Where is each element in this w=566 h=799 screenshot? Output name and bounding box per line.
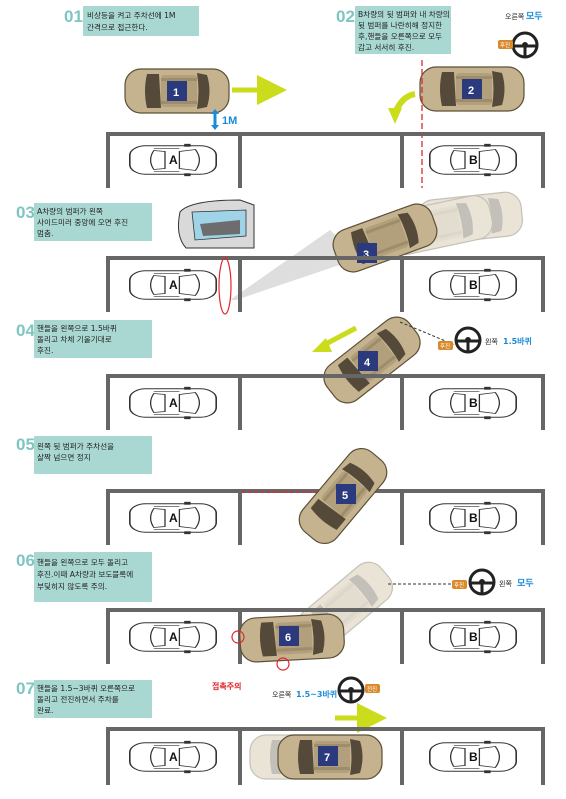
instruction-line: 사이드미러 중앙에 오면 후진 [37, 217, 128, 227]
instruction-line: 간격으로 접근한다. [87, 22, 148, 32]
contact-warning-circle [276, 657, 290, 671]
instruction-line: A차량의 범퍼가 왼쪽 [37, 206, 103, 216]
bumper-highlight [218, 257, 232, 315]
step-number: 06 [16, 551, 35, 570]
instruction-box [355, 6, 451, 54]
step-number: 05 [16, 435, 35, 454]
steering-wheel-icon: 후진 왼쪽 1.5바퀴 [438, 326, 532, 354]
steering-wheel-icon: 오른쪽 모두 후진 [498, 11, 543, 59]
step-02: 02 B차량의 뒷 범퍼와 내 차량의 뒷 범퍼를 나란히해 정지한 후,핸들을… [336, 6, 543, 59]
parking-row-3: A B [106, 374, 545, 430]
svg-text:오른쪽: 오른쪽 [272, 691, 292, 699]
instruction-box [34, 552, 152, 602]
svg-text:A: A [169, 630, 178, 644]
steering-wheel-icon: 오른쪽 1.5~3바퀴 전진 [272, 676, 380, 704]
svg-text:A: A [169, 278, 178, 292]
instruction-line: 비상등을 켜고 주차선에 1M [87, 10, 176, 20]
instruction-line: 핸들을 1.5~3바퀴 오른쪽으로 [37, 683, 135, 693]
step-07: 07 핸들을 1.5~3바퀴 오른쪽으로 돌리고 전진하면서 주차를 완료. [16, 679, 152, 718]
car-6: 6 [238, 612, 346, 664]
step-number: 07 [16, 679, 35, 698]
svg-text:왼쪽: 왼쪽 [485, 337, 498, 346]
svg-text:후진: 후진 [454, 581, 464, 589]
instruction-box [34, 680, 152, 718]
svg-text:B: B [469, 630, 478, 644]
instruction-line: 돌리고 전진하면서 주차를 [37, 694, 119, 704]
step-03: 03 A차량의 범퍼가 왼쪽 사이드미러 중앙에 오면 후진 멈춤. [16, 203, 152, 241]
svg-text:A: A [169, 511, 178, 525]
step-number: 02 [336, 7, 355, 26]
svg-text:왼쪽: 왼쪽 [499, 579, 512, 588]
step-01: 01 비상등을 켜고 주차선에 1M 간격으로 접근한다. [64, 6, 199, 36]
instruction-line: 살짝 넘으면 정지 [37, 452, 91, 462]
gap-indicator: 1M [211, 109, 237, 130]
car-5: 5 [292, 441, 394, 551]
svg-text:1M: 1M [222, 115, 237, 127]
car-4: 4 [316, 310, 428, 410]
svg-text:7: 7 [324, 752, 330, 764]
instruction-line: 후,핸들을 오른쪽으로 모두 [358, 31, 442, 41]
instruction-line: 돌리고 차체 기울기대로 [37, 334, 112, 344]
instruction-line: 부딪히지 않도록 주의. [37, 581, 107, 591]
instruction-line: 후진.이때 A차량과 보도블록에 [37, 569, 133, 579]
svg-text:전진: 전진 [367, 685, 377, 693]
car-7: 7 [277, 734, 383, 780]
step-04: 04 핸들을 왼쪽으로 1.5바퀴 돌리고 차체 기울기대로 후진. [16, 320, 152, 358]
instruction-line: 멈춤. [37, 228, 53, 238]
instruction-line: 핸들을 왼쪽으로 모두 돌리고 [37, 557, 128, 567]
svg-text:모두: 모두 [526, 11, 543, 22]
parking-row-2: A B [106, 256, 545, 315]
svg-text:6: 6 [285, 632, 291, 644]
svg-text:A: A [169, 396, 178, 410]
svg-text:B: B [469, 750, 478, 764]
step-number: 04 [16, 321, 35, 340]
step-05: 05 왼쪽 뒷 범퍼가 주차선을 살짝 넘으면 정지 [16, 435, 152, 474]
svg-text:B: B [469, 511, 478, 525]
svg-text:3: 3 [363, 249, 369, 261]
step-number: 03 [16, 203, 35, 222]
contact-warning-circle [231, 630, 245, 644]
instruction-line: B차량의 뒷 범퍼와 내 차량의 [358, 9, 450, 19]
instruction-line: 뒷 범퍼를 나란히해 정지한 [358, 20, 442, 30]
side-mirror-inset [178, 199, 255, 249]
parking-row-6: A B [106, 727, 545, 785]
instruction-line: 감고 서서히 후진. [358, 42, 414, 52]
svg-text:4: 4 [364, 357, 371, 369]
step-06: 06 핸들을 왼쪽으로 모두 돌리고 후진.이때 A차량과 보도블록에 부딪히지… [16, 551, 152, 602]
car-2: 2 [419, 66, 525, 112]
instruction-line: 완료. [37, 706, 53, 715]
svg-text:오른쪽: 오른쪽 [505, 13, 525, 21]
step-number: 01 [64, 7, 83, 26]
instruction-box [83, 6, 199, 36]
svg-text:모두: 모두 [517, 578, 534, 589]
car-1: 1 [124, 68, 230, 114]
instruction-box [34, 436, 152, 474]
svg-text:1.5~3바퀴: 1.5~3바퀴 [296, 689, 337, 699]
svg-text:B: B [469, 278, 478, 292]
parking-row-1: A B [106, 132, 545, 188]
car-3: 3 [328, 198, 442, 278]
instruction-line: 핸들을 왼쪽으로 1.5바퀴 [37, 323, 117, 333]
svg-text:A: A [169, 153, 178, 167]
svg-text:2: 2 [468, 85, 474, 97]
instruction-line: 왼쪽 뒷 범퍼가 주차선을 [37, 441, 114, 451]
caution-label: 접촉주의 [212, 681, 241, 691]
instruction-line: 후진. [37, 345, 53, 355]
svg-text:B: B [469, 153, 478, 167]
svg-text:B: B [469, 396, 478, 410]
steering-wheel-icon: 후진 왼쪽 모두 [452, 568, 534, 596]
svg-text:후진: 후진 [440, 342, 450, 350]
instruction-box [34, 320, 152, 358]
svg-text:1: 1 [173, 87, 179, 99]
svg-text:A: A [169, 750, 178, 764]
svg-text:후진: 후진 [500, 41, 510, 49]
svg-text:5: 5 [342, 490, 348, 502]
svg-text:1.5바퀴: 1.5바퀴 [503, 336, 532, 346]
instruction-box [34, 203, 152, 241]
